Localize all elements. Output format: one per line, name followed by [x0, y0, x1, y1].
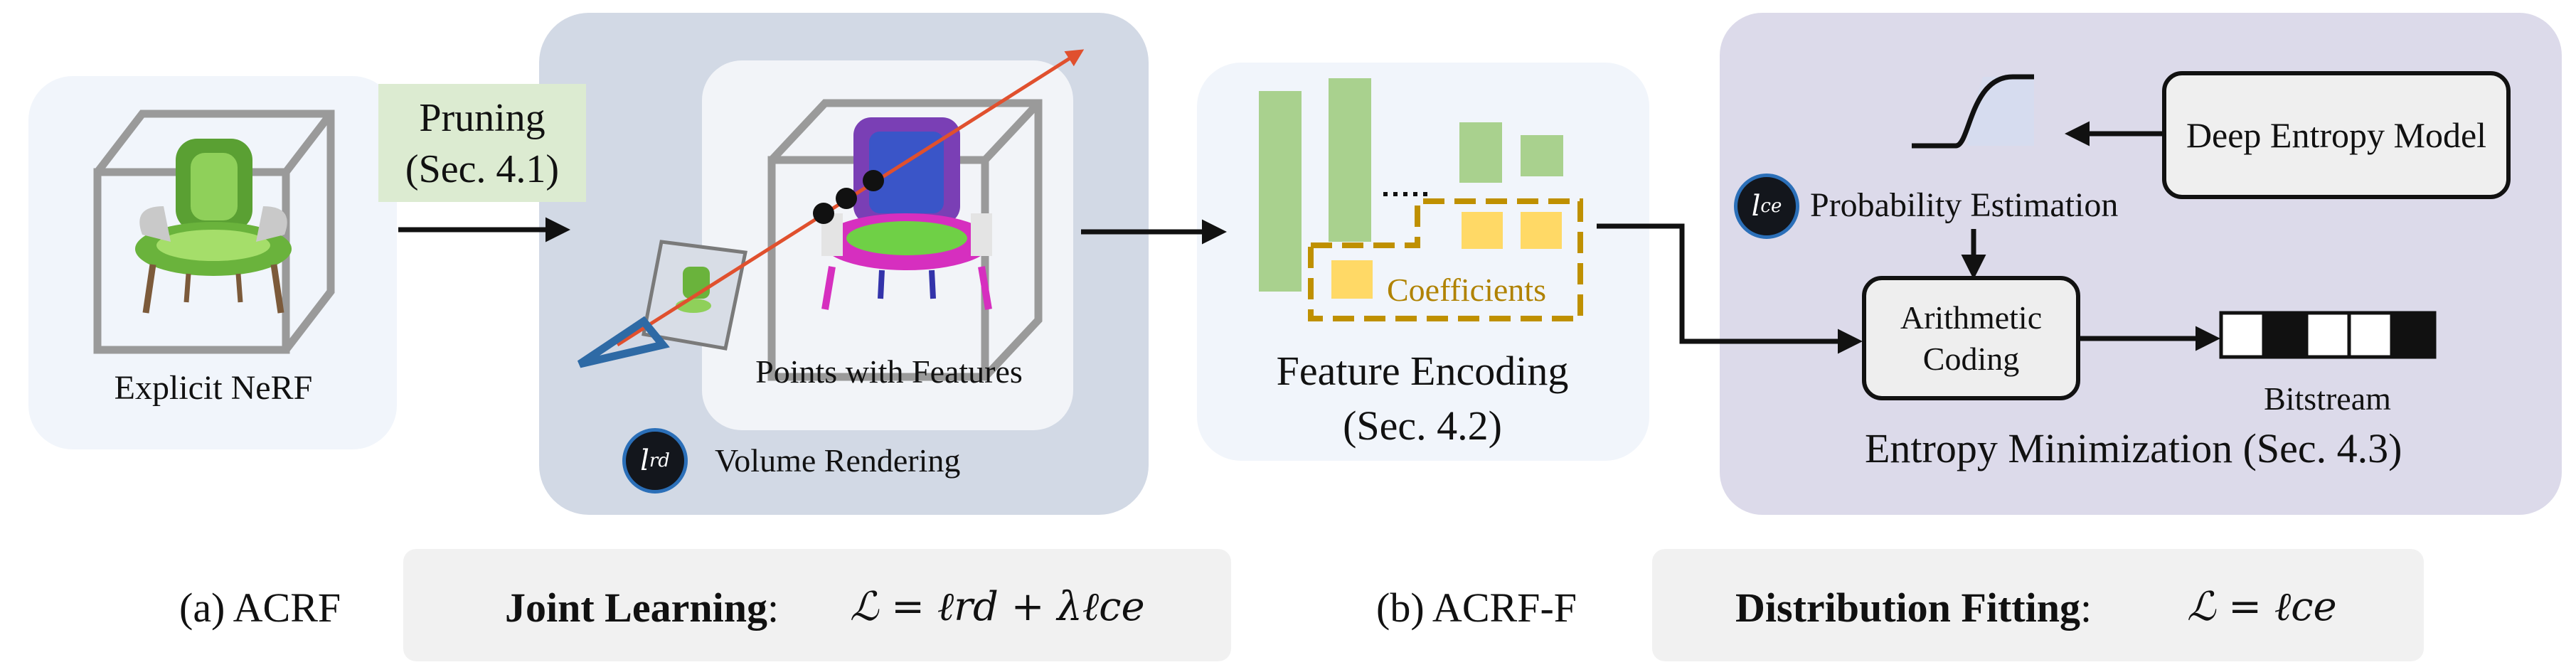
joint-learning-colon: :	[767, 585, 779, 631]
loss-ce-symbol: l	[1751, 190, 1761, 223]
distribution-fitting-box	[1652, 549, 2424, 661]
joint-learning-label: Joint Learning:	[505, 587, 779, 629]
probability-estimation-label: Probability Estimation	[1810, 186, 2119, 224]
deep-entropy-model-label: Deep Entropy Model	[2186, 115, 2487, 155]
entropy-minimization-label: Entropy Minimization (Sec. 4.3)	[1865, 425, 2402, 471]
arithmetic-coding-box: Arithmetic Coding	[1862, 276, 2080, 400]
distribution-fitting-formula: ℒ = ℓce	[2187, 584, 2337, 630]
joint-learning-box	[403, 549, 1231, 661]
explicit-nerf-label: Explicit NeRF	[114, 369, 313, 407]
loss-rd-sub: rd	[649, 450, 670, 471]
distribution-fitting-label: Distribution Fitting:	[1735, 587, 2092, 629]
acrf-label: (a) ACRF	[179, 585, 341, 631]
sample-point	[813, 203, 834, 224]
feature-bars	[1259, 78, 1583, 321]
points-with-features-label: Points with Features	[755, 353, 1023, 390]
camera-icon	[577, 316, 670, 368]
coefficients-label: Coefficients	[1387, 272, 1546, 308]
chair-image	[135, 139, 292, 314]
arithmetic-line1: Arithmetic	[1900, 299, 2043, 336]
loss-ce-sub: ce	[1760, 196, 1782, 217]
pruning-title: Pruning	[419, 96, 545, 140]
volume-rendering-label: Volume Rendering	[715, 442, 961, 479]
arrow-to-arithmetic	[1597, 223, 1863, 354]
joint-learning-bold: Joint Learning	[505, 585, 767, 631]
feature-encoding-label: Feature Encoding	[1276, 348, 1569, 394]
distribution-fitting-bold: Distribution Fitting	[1735, 585, 2080, 631]
distribution-fitting-colon: :	[2080, 585, 2092, 631]
feature-encoding-ref: (Sec. 4.2)	[1343, 402, 1502, 449]
sample-point	[863, 170, 884, 191]
joint-learning-formula: ℒ = ℓrd + λℓce	[850, 584, 1145, 630]
probability-curve	[1912, 74, 2034, 149]
deep-entropy-model-box: Deep Entropy Model	[2162, 71, 2511, 199]
bitstream	[2219, 311, 2437, 359]
bitstream-label: Bitstream	[2264, 380, 2391, 417]
pruning-box	[378, 84, 586, 202]
sample-point	[836, 188, 857, 209]
arithmetic-line2: Coding	[1922, 340, 2020, 377]
feature-chair	[821, 117, 992, 310]
acrf-f-label: (b) ACRF-F	[1376, 585, 1577, 631]
pruning-ref: (Sec. 4.1)	[405, 147, 560, 191]
loss-rd-symbol: l	[640, 444, 649, 477]
